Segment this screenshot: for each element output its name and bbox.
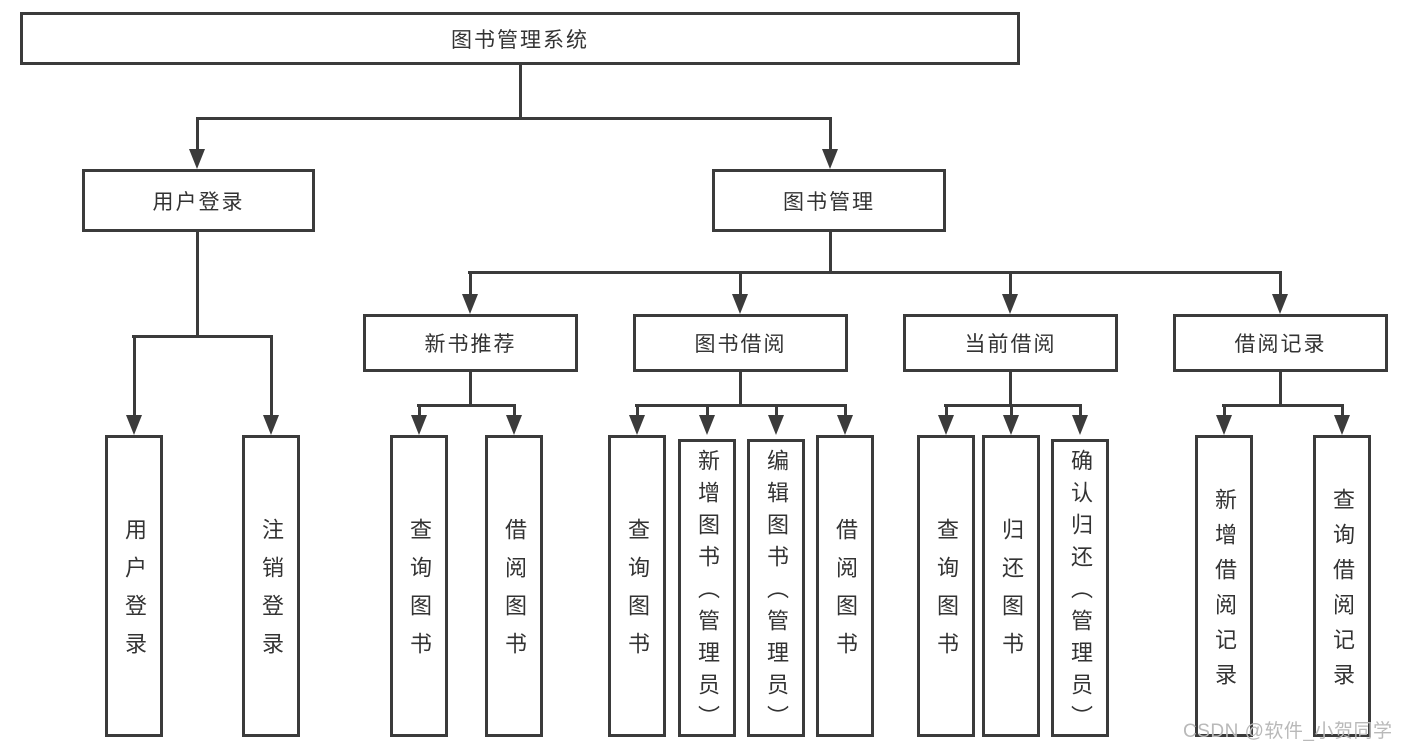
leaf-label: 借阅图书 — [833, 518, 858, 670]
arrow-down-icon — [732, 294, 748, 314]
connector-line — [1009, 271, 1012, 296]
connector-line — [1279, 371, 1282, 405]
node-book-management: 图书管理 — [712, 169, 946, 232]
leaf-borrow-books-recommend: 借阅图书 — [485, 435, 543, 737]
arrow-down-icon — [1072, 415, 1088, 435]
node-new-book-recommend: 新书推荐 — [363, 314, 578, 372]
connector-line — [196, 231, 199, 336]
arrow-down-icon — [938, 415, 954, 435]
node-label: 图书借阅 — [694, 333, 787, 356]
connector-line — [1079, 404, 1082, 417]
connector-line — [1010, 404, 1013, 417]
node-label: 图书管理系统 — [451, 28, 589, 52]
connector-line — [469, 271, 472, 296]
node-label: 借阅记录 — [1234, 333, 1327, 356]
connector-line — [775, 404, 778, 417]
connector-line — [944, 404, 1082, 407]
arrow-down-icon — [189, 149, 205, 169]
arrow-down-icon — [768, 415, 784, 435]
node-current-borrowing: 当前借阅 — [903, 314, 1118, 372]
connector-line — [739, 371, 742, 405]
leaf-query-books-current: 查询图书 — [917, 435, 975, 737]
node-label: 新书推荐 — [424, 333, 517, 356]
connector-line — [133, 335, 136, 417]
arrow-down-icon — [1003, 415, 1019, 435]
arrow-down-icon — [506, 415, 522, 435]
arrow-down-icon — [699, 415, 715, 435]
arrow-down-icon — [1272, 294, 1288, 314]
connector-line — [829, 117, 832, 151]
node-library-management-system: 图书管理系统 — [20, 12, 1020, 65]
connector-line — [513, 404, 516, 417]
leaf-edit-book-admin: 编辑图书（管理员） — [747, 439, 805, 737]
csdn-watermark: CSDN @软件_小贺同学 — [1183, 721, 1393, 742]
connector-line — [635, 404, 847, 407]
connector-line — [1223, 404, 1226, 417]
arrow-down-icon — [462, 294, 478, 314]
connector-line — [706, 404, 709, 417]
node-label: 用户登录 — [152, 190, 245, 214]
leaf-label: 注销登录 — [259, 518, 284, 670]
connector-line — [739, 271, 742, 296]
leaf-label: 查询借阅记录 — [1330, 487, 1355, 698]
leaf-label: 归还图书 — [999, 518, 1024, 670]
connector-line — [844, 404, 847, 417]
leaf-borrow-books: 借阅图书 — [816, 435, 874, 737]
node-user-login: 用户登录 — [82, 169, 315, 232]
leaf-query-borrow-record: 查询借阅记录 — [1313, 435, 1371, 737]
arrow-down-icon — [263, 415, 279, 435]
leaf-query-books-recommend: 查询图书 — [390, 435, 448, 737]
leaf-label: 确认归还（管理员） — [1068, 449, 1093, 737]
connector-line — [196, 117, 199, 151]
node-borrowing-records: 借阅记录 — [1173, 314, 1388, 372]
leaf-label: 编辑图书（管理员） — [764, 449, 789, 737]
arrow-down-icon — [837, 415, 853, 435]
connector-line — [270, 335, 273, 417]
leaf-label: 用户登录 — [122, 518, 147, 670]
connector-line — [829, 231, 832, 272]
connector-line — [519, 64, 522, 118]
arrow-down-icon — [822, 149, 838, 169]
leaf-label: 新增借阅记录 — [1212, 487, 1237, 698]
leaf-add-book-admin: 新增图书（管理员） — [678, 439, 736, 737]
connector-line — [196, 117, 832, 120]
connector-line — [1279, 271, 1282, 296]
node-label: 图书管理 — [783, 190, 875, 214]
leaf-logout: 注销登录 — [242, 435, 300, 737]
connector-line — [1222, 404, 1344, 407]
connector-line — [417, 404, 516, 407]
arrow-down-icon — [1002, 294, 1018, 314]
connector-line — [945, 404, 948, 417]
leaf-query-books-borrow: 查询图书 — [608, 435, 666, 737]
leaf-add-borrow-record: 新增借阅记录 — [1195, 435, 1253, 737]
leaf-user-login: 用户登录 — [105, 435, 163, 737]
leaf-return-book: 归还图书 — [982, 435, 1040, 737]
node-book-borrowing: 图书借阅 — [633, 314, 848, 372]
arrow-down-icon — [411, 415, 427, 435]
leaf-label: 借阅图书 — [502, 518, 527, 670]
leaf-label: 查询图书 — [407, 518, 432, 670]
arrow-down-icon — [1334, 415, 1350, 435]
node-label: 当前借阅 — [964, 333, 1057, 356]
connector-line — [636, 404, 639, 417]
arrow-down-icon — [1216, 415, 1232, 435]
leaf-label: 查询图书 — [934, 518, 959, 670]
connector-line — [468, 271, 1282, 274]
connector-line — [1341, 404, 1344, 417]
leaf-label: 查询图书 — [625, 518, 650, 670]
arrow-down-icon — [126, 415, 142, 435]
arrow-down-icon — [629, 415, 645, 435]
leaf-confirm-return-admin: 确认归还（管理员） — [1051, 439, 1109, 737]
connector-line — [132, 335, 273, 338]
connector-line — [469, 371, 472, 405]
leaf-label: 新增图书（管理员） — [695, 449, 720, 737]
connector-line — [1009, 371, 1012, 405]
connector-line — [418, 404, 421, 417]
